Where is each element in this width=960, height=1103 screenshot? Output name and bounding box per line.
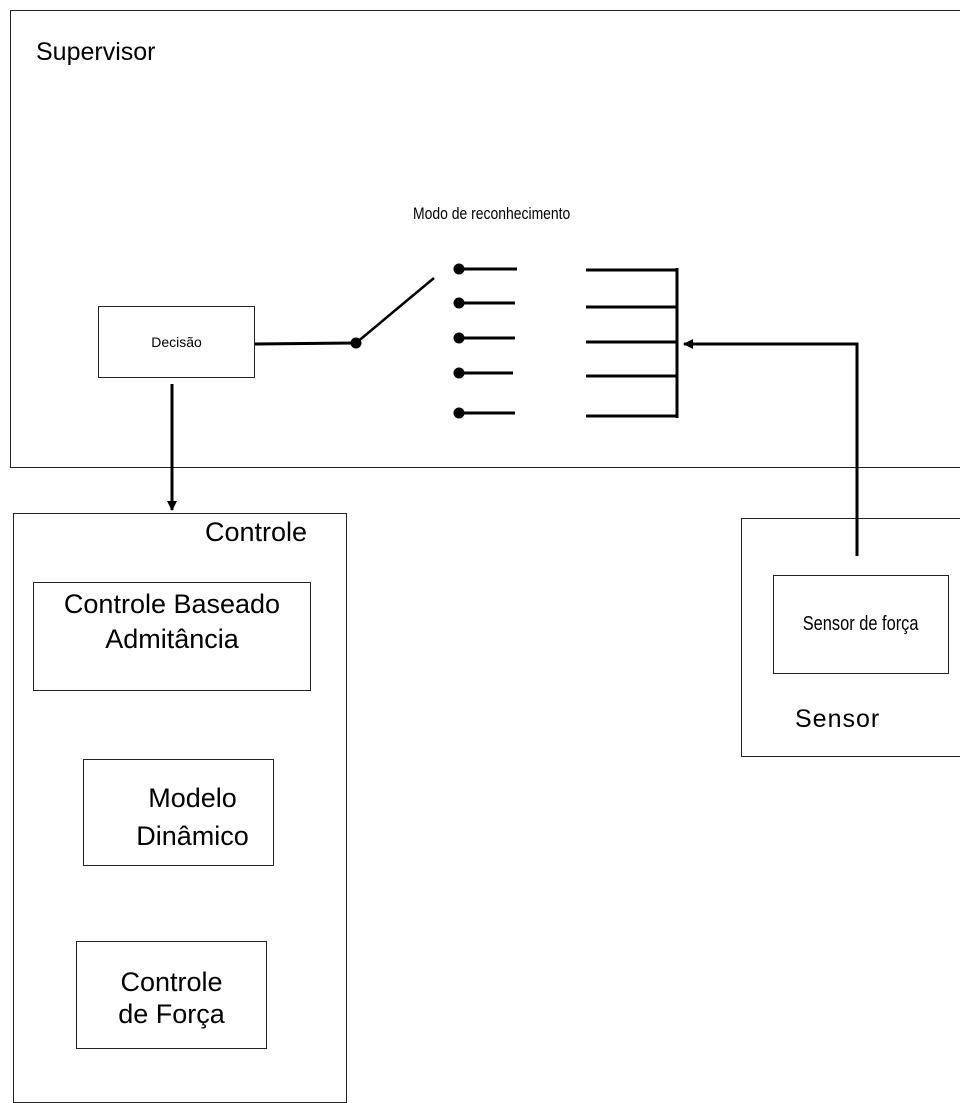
mode-label: Modo de reconhecimento bbox=[413, 204, 571, 223]
supervisor-box bbox=[10, 10, 960, 468]
controle-title: Controle bbox=[205, 517, 308, 547]
force-sensor-label: Sensor de força bbox=[803, 613, 919, 635]
supervisor-title: Supervisor bbox=[36, 38, 156, 66]
switch-blade bbox=[355, 277, 435, 344]
switch-contacts bbox=[453, 263, 517, 419]
admittance-control-line2: Admitância bbox=[105, 624, 239, 654]
admittance-control-block: Controle Baseado Admitância bbox=[33, 582, 311, 691]
decision-block: Decisão bbox=[98, 306, 255, 378]
admittance-control-line1: Controle Baseado bbox=[63, 589, 281, 619]
mode-bus bbox=[586, 268, 679, 418]
decision-to-switch-wire bbox=[254, 341, 355, 346]
force-control-line1: Controle bbox=[120, 967, 223, 997]
dynamic-model-line2: Dinâmico bbox=[136, 821, 249, 851]
dynamic-model-line1: Modelo bbox=[148, 783, 237, 813]
force-control-line2: de Força bbox=[118, 999, 225, 1029]
decision-label: Decisão bbox=[151, 334, 202, 350]
force-sensor-block: Sensor de força bbox=[773, 575, 949, 674]
sensor-feedback-arrow bbox=[683, 339, 859, 556]
sensor-title: Sensor bbox=[795, 705, 881, 733]
force-control-block: Controle de Força bbox=[76, 941, 267, 1049]
dynamic-model-block: Modelo Dinâmico bbox=[83, 759, 274, 866]
